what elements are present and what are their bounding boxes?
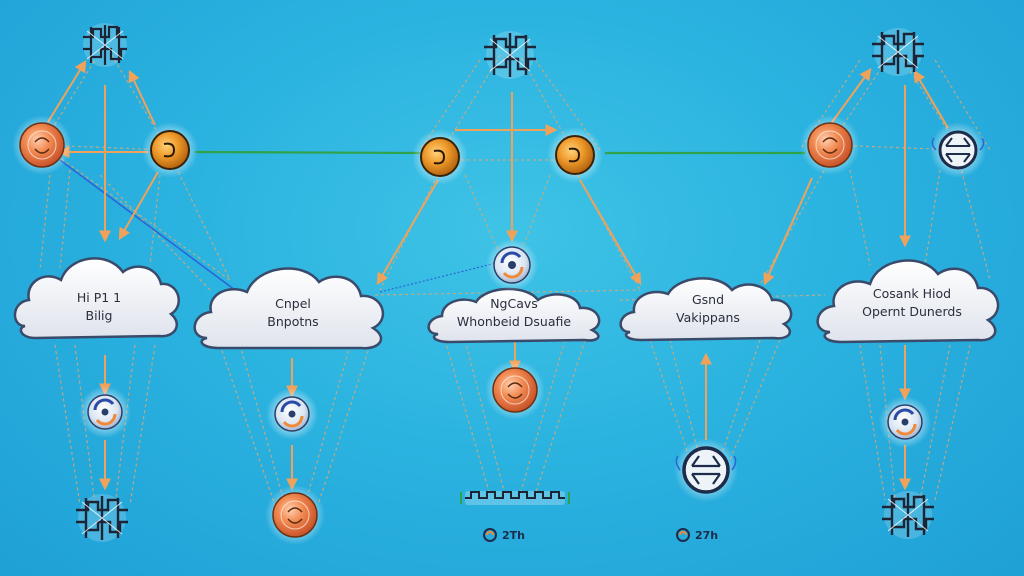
coin-icon[interactable]	[12, 115, 72, 175]
arrow-links	[47, 59, 949, 491]
sync-icon[interactable]	[879, 396, 931, 448]
cloud-1-line1: Hi P1 1	[77, 290, 121, 305]
caption-2: 27h	[676, 528, 718, 542]
cloud-5-line2: Opernt Dunerds	[862, 304, 962, 319]
caption-1: 2Th	[483, 528, 525, 542]
network-hub-icon[interactable]	[872, 28, 924, 76]
network-hub-icon[interactable]	[484, 31, 536, 79]
cloud-2-line1: Cnpel	[275, 296, 311, 311]
caption-2-text: 27h	[695, 529, 718, 542]
coin-icon[interactable]	[547, 127, 603, 183]
router-icon[interactable]	[930, 122, 986, 178]
network-hub-icon[interactable]	[460, 491, 570, 505]
solid-links	[59, 150, 805, 293]
cloud-node-3[interactable]: NgCavs Whonbeid Dsuafie	[427, 287, 601, 344]
cloud-nodes: Hi P1 1 Bilig Cnpel Bnpotns NgCavs Whonb…	[13, 257, 1000, 350]
cloud-5-line1: Cosank Hiod	[873, 286, 951, 301]
cloud-2-line2: Bnpotns	[267, 314, 318, 329]
router-nodes	[674, 122, 986, 502]
coin-icon[interactable]	[800, 115, 860, 175]
cloud-3-line2: Whonbeid Dsuafie	[457, 314, 571, 329]
coin-icon[interactable]	[265, 485, 325, 545]
sync-icon[interactable]	[266, 388, 318, 440]
cloud-node-4[interactable]: Gsnd Vakippans	[619, 277, 793, 342]
coin-icon[interactable]	[412, 129, 468, 185]
orb-nodes	[12, 115, 860, 545]
cloud-node-5[interactable]: Cosank Hiod Opernt Dunerds	[816, 259, 1000, 344]
coin-icon[interactable]	[142, 122, 198, 178]
network-hub-icon[interactable]	[882, 491, 934, 539]
sync-icon[interactable]	[79, 386, 131, 438]
network-hub-icon[interactable]	[83, 23, 127, 67]
cloud-node-2[interactable]: Cnpel Bnpotns	[193, 267, 385, 350]
cloud-1-line2: Bilig	[86, 308, 113, 323]
network-hub-icon[interactable]	[76, 494, 128, 542]
caption-1-text: 2Th	[502, 529, 525, 542]
captions: 2Th 27h	[483, 528, 718, 542]
cloud-4-line2: Vakippans	[676, 310, 740, 325]
router-icon[interactable]	[674, 438, 738, 502]
cloud-3-line1: NgCavs	[490, 296, 538, 311]
sync-icon[interactable]	[486, 239, 538, 291]
coin-icon[interactable]	[485, 360, 545, 420]
cloud-node-1[interactable]: Hi P1 1 Bilig	[13, 257, 180, 340]
cloud-4-line1: Gsnd	[692, 292, 724, 307]
hub-nodes	[76, 23, 934, 542]
sync-nodes	[79, 239, 931, 448]
